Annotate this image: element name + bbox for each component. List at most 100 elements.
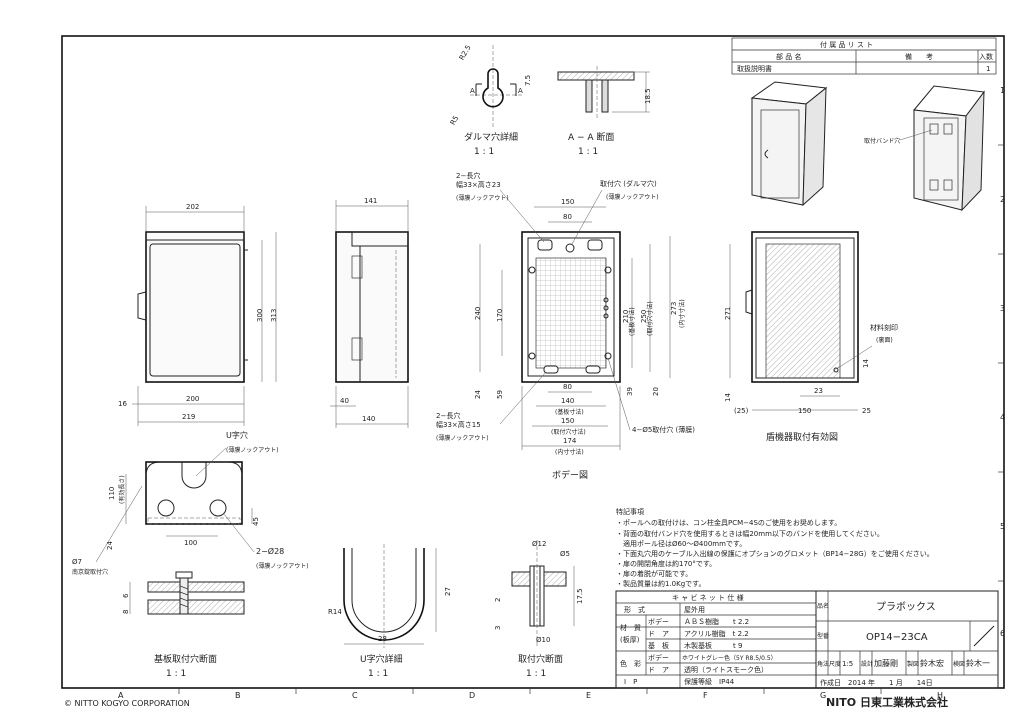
spec-row5-part: ボデー — [648, 653, 669, 662]
hole-section-scale: 1 : 1 — [526, 669, 546, 679]
grid-col-b: B — [235, 691, 241, 700]
daruma-dim-r25: R2.5 — [458, 44, 473, 62]
body-dim-150-top: 150 — [561, 198, 574, 206]
body-note-bl-2: 幅33×高さ15 — [436, 420, 481, 429]
body-note-tl-2: 幅33×高さ23 — [456, 180, 501, 189]
band-hole-label: 取付バンド穴 — [864, 137, 900, 145]
grid-row-1: 1 — [1000, 86, 1005, 95]
parts-list-table: 付 属 品 リ ス ト 部 品 名 備 考 入数 取扱説明書 1 — [731, 37, 997, 75]
title-date: 作成日 2014 年 1 月 14日 — [820, 678, 933, 687]
hole-dim-3: 3 — [494, 626, 502, 630]
daruma-title: ダルマ穴詳細 — [464, 131, 518, 143]
brand-logo: NITO 日東工業株式会社 — [826, 695, 948, 709]
title-approve-label: 検図 — [953, 660, 965, 668]
spec-row4-value: 木製基板 t 9 — [684, 641, 742, 650]
hole-dim-o10: Ø10 — [536, 636, 550, 644]
spec-row3-group: (板厚) — [620, 635, 640, 644]
spec-row7-value: 保護等級 IP44 — [684, 677, 735, 686]
body-note-bl-1: 2−長穴 — [436, 411, 460, 420]
hole-dim-o5: Ø5 — [560, 550, 570, 558]
u-dim-r14: R14 — [328, 608, 342, 616]
u-hole-detail: 27 28 R14 U字穴詳細 1 : 1 — [328, 544, 452, 679]
front-dim-300: 300 — [256, 309, 264, 322]
body-dim-150-bottom: 150 — [561, 417, 574, 425]
body-dim-210-note: (基板寸法) — [628, 307, 636, 336]
mount-area-view: 271 14 23 (25) 150 25 14 材料刻印 (裏面) 盾機器取付… — [724, 231, 898, 443]
body-note-tl-3: (薄膜ノックアウト) — [456, 194, 509, 202]
spec-row2-value: ＡＢＳ樹脂 t 2.2 — [684, 617, 749, 626]
special-note-3: 適用ポール径はØ60〜Ø400mmです。 — [616, 539, 746, 548]
mount-note-2: (裏面) — [876, 336, 893, 344]
mount-dim-14-left: 14 — [724, 393, 732, 402]
body-dim-80-top: 80 — [563, 213, 572, 221]
daruma-section-a-right: A — [518, 87, 523, 95]
spec-row1-group: 形 式 — [624, 605, 645, 614]
u-detail-scale: 1 : 1 — [368, 669, 388, 679]
grid-row-3: 3 — [1000, 304, 1005, 313]
special-note-6: ・扉の着脱が可能です。 — [616, 569, 692, 578]
grid-col-g: G — [820, 691, 826, 700]
body-dim-210: 210 — [622, 310, 630, 323]
parts-list-title: 付 属 品 リ ス ト — [820, 40, 873, 49]
spec-title: キ ャ ビ ネ ッ ト 仕 様 — [672, 593, 744, 602]
body-dim-59: 59 — [496, 390, 504, 399]
special-note-5: ・扉の開閉角度は約170°です。 — [616, 559, 716, 568]
mount-dim-25-right: 25 — [862, 407, 871, 415]
title-model-label: 型番 — [817, 632, 829, 640]
body-dim-39: 39 — [626, 387, 634, 396]
special-note-7: ・製品質量は約1.0Kgです。 — [616, 579, 705, 588]
parts-header-qty: 入数 — [979, 52, 993, 61]
front-dim-219: 219 — [182, 413, 195, 421]
bottom-dim-45: 45 — [252, 517, 260, 526]
bottom-note-lock: 南京錠取付穴 — [72, 568, 108, 576]
bottom-note-28-1: 2−Ø28 — [256, 546, 284, 556]
u-detail-title: U字穴詳細 — [360, 653, 403, 665]
aa-scale: 1 : 1 — [578, 147, 598, 157]
body-note-tr-1: 取付穴 (ダルマ穴) — [600, 179, 657, 188]
hole-dim-2: 2 — [494, 598, 502, 602]
u-dim-28: 28 — [378, 635, 387, 643]
daruma-section-a-left: A — [470, 87, 475, 95]
title-checker: 鈴木宏 — [920, 658, 944, 668]
grid-col-d: D — [469, 691, 475, 700]
mount-dim-25-left: (25) — [734, 407, 749, 415]
aa-dim-185: 18.5 — [644, 88, 652, 104]
grid-rows: 1 2 3 4 5 6 — [1000, 86, 1005, 638]
bottom-dim-o7: Ø7 — [72, 558, 82, 566]
body-dim-150-note: (取付穴寸法) — [551, 428, 586, 436]
body-dim-170: 170 — [496, 309, 504, 322]
body-view-title: ボデー図 — [552, 469, 588, 481]
body-note-tr-2: (薄膜ノックアウト) — [606, 193, 659, 201]
title-check-label: 製図 — [907, 660, 919, 668]
u-dim-27: 27 — [444, 587, 452, 596]
aa-section: 18.5 A − A 断面 1 : 1 — [557, 66, 652, 157]
plate-section: 8 6 基板取付穴断面 1 : 1 — [122, 571, 245, 679]
special-notes: 特記事項 ・ポールへの取付けは、コン柱金具PCM−4Sのご使用をお奨めします。 … — [616, 507, 934, 588]
special-note-4: ・下面丸穴用のケーブル入出線の保護にオプションのグロメット（BP14−28G）を… — [616, 549, 934, 558]
copyright-text: © NITTO KOGYO CORPORATION — [64, 699, 190, 708]
bottom-view: 110 (有効長さ) 24 100 45 U字穴 (薄膜ノックアウト) 2−Ø2… — [72, 430, 309, 576]
front-dim-200: 200 — [186, 395, 199, 403]
parts-header-note: 備 考 — [905, 52, 933, 61]
body-dim-80-bottom: 80 — [563, 383, 572, 391]
spec-table: キ ャ ビ ネ ッ ト 仕 様 形 式 屋外用 材 質 ボデー ＡＢＳ樹脂 t … — [615, 590, 817, 689]
front-view: 202 300 313 16 200 219 — [118, 203, 278, 426]
mount-dim-150: 150 — [798, 407, 811, 415]
body-dim-140: 140 — [561, 397, 574, 405]
product-model: OP14−23CA — [866, 632, 928, 643]
title-scale-label: 尺度 — [829, 660, 841, 668]
grid-col-c: C — [352, 691, 358, 700]
daruma-dim-r5: R5 — [449, 114, 461, 126]
grid-col-h: H — [937, 691, 943, 700]
body-dim-140-note: (基板寸法) — [555, 408, 584, 416]
bottom-dim-110-note: (有効長さ) — [118, 475, 126, 504]
iso-front-view — [750, 81, 828, 207]
grid-row-4: 4 — [1000, 413, 1005, 422]
side-view: 141 40 140 — [330, 197, 409, 428]
plate-dim-8: 8 — [122, 610, 130, 614]
special-note-1: ・ポールへの取付けは、コン柱金具PCM−4Sのご使用をお奨めします。 — [616, 518, 841, 527]
hole-dim-o12: Ø12 — [532, 540, 546, 548]
title-designer: 加藤剛 — [874, 658, 898, 668]
side-dim-141: 141 — [364, 197, 377, 205]
